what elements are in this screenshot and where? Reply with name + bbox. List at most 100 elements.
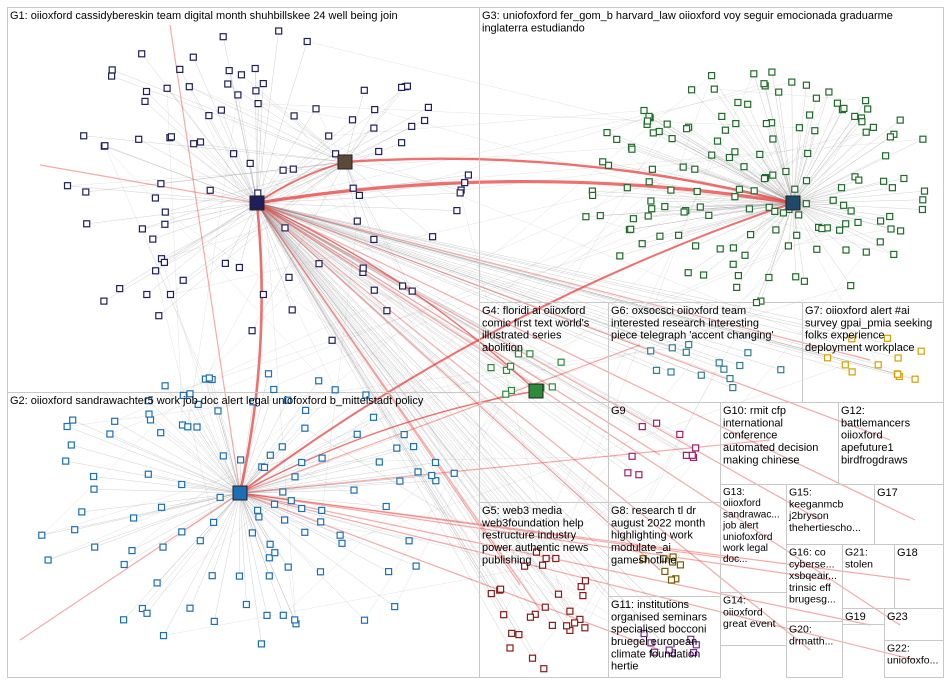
- node[interactable]: [503, 391, 509, 397]
- node[interactable]: [207, 187, 213, 193]
- node[interactable]: [280, 612, 286, 618]
- node[interactable]: [409, 288, 415, 294]
- node[interactable]: [168, 134, 174, 140]
- node[interactable]: [701, 272, 707, 278]
- node[interactable]: [742, 252, 748, 258]
- node[interactable]: [168, 292, 174, 298]
- node[interactable]: [922, 188, 928, 194]
- node[interactable]: [717, 246, 723, 252]
- node[interactable]: [881, 178, 887, 184]
- node[interactable]: [625, 470, 631, 476]
- node[interactable]: [260, 292, 266, 298]
- node[interactable]: [843, 221, 849, 227]
- node[interactable]: [891, 251, 897, 257]
- node[interactable]: [70, 417, 76, 423]
- node[interactable]: [488, 591, 494, 597]
- node[interactable]: [313, 106, 319, 112]
- node[interactable]: [68, 442, 74, 448]
- node[interactable]: [45, 557, 51, 563]
- node[interactable]: [319, 455, 325, 461]
- node[interactable]: [859, 119, 865, 125]
- node[interactable]: [669, 136, 675, 142]
- node[interactable]: [819, 226, 825, 232]
- node[interactable]: [81, 133, 87, 139]
- node[interactable]: [422, 118, 428, 124]
- node[interactable]: [727, 376, 733, 382]
- node[interactable]: [372, 107, 378, 113]
- node[interactable]: [709, 73, 715, 79]
- node[interactable]: [761, 81, 767, 87]
- node[interactable]: [606, 162, 612, 168]
- node[interactable]: [264, 612, 270, 618]
- node[interactable]: [488, 365, 494, 371]
- node[interactable]: [258, 641, 264, 647]
- node[interactable]: [65, 183, 71, 189]
- node[interactable]: [895, 355, 901, 361]
- node[interactable]: [745, 350, 751, 356]
- node[interactable]: [302, 529, 308, 535]
- node[interactable]: [757, 151, 763, 157]
- hub-node-oiioxford[interactable]: [250, 196, 264, 210]
- node[interactable]: [139, 226, 145, 232]
- node[interactable]: [92, 544, 98, 550]
- node[interactable]: [549, 384, 555, 390]
- node[interactable]: [462, 180, 468, 186]
- node[interactable]: [280, 489, 286, 495]
- node[interactable]: [698, 372, 704, 378]
- node[interactable]: [693, 445, 699, 451]
- node[interactable]: [109, 67, 115, 73]
- node[interactable]: [648, 198, 654, 204]
- node[interactable]: [807, 112, 813, 118]
- node[interactable]: [129, 548, 135, 554]
- node[interactable]: [158, 181, 164, 187]
- node[interactable]: [527, 614, 533, 620]
- node[interactable]: [865, 106, 871, 112]
- node[interactable]: [883, 153, 889, 159]
- node[interactable]: [734, 284, 740, 290]
- node[interactable]: [870, 124, 876, 130]
- node[interactable]: [745, 101, 751, 107]
- node[interactable]: [282, 517, 288, 523]
- node[interactable]: [549, 622, 555, 628]
- node[interactable]: [292, 474, 298, 480]
- node[interactable]: [164, 85, 170, 91]
- node[interactable]: [543, 556, 549, 562]
- node[interactable]: [84, 221, 90, 227]
- node[interactable]: [527, 351, 533, 357]
- hub-node-sandrawachter5[interactable]: [233, 486, 247, 500]
- node[interactable]: [383, 504, 389, 510]
- node[interactable]: [778, 367, 784, 373]
- node[interactable]: [413, 563, 419, 569]
- node[interactable]: [361, 87, 367, 93]
- node[interactable]: [91, 474, 97, 480]
- node[interactable]: [316, 378, 322, 384]
- node[interactable]: [516, 632, 522, 638]
- node[interactable]: [226, 68, 232, 74]
- node[interactable]: [770, 136, 776, 142]
- node[interactable]: [841, 105, 847, 111]
- node[interactable]: [267, 452, 273, 458]
- node[interactable]: [102, 143, 108, 149]
- node[interactable]: [685, 270, 691, 276]
- node[interactable]: [356, 192, 362, 198]
- node[interactable]: [680, 164, 686, 170]
- node[interactable]: [161, 259, 167, 265]
- node[interactable]: [780, 210, 786, 216]
- node[interactable]: [339, 540, 345, 546]
- node[interactable]: [392, 604, 398, 610]
- node[interactable]: [920, 136, 926, 142]
- node[interactable]: [267, 541, 273, 547]
- node[interactable]: [668, 369, 674, 375]
- node[interactable]: [889, 185, 895, 191]
- node[interactable]: [716, 360, 722, 366]
- node[interactable]: [912, 376, 918, 382]
- node[interactable]: [556, 591, 562, 597]
- node[interactable]: [654, 367, 660, 373]
- node[interactable]: [783, 169, 789, 175]
- node[interactable]: [400, 283, 406, 289]
- node[interactable]: [255, 190, 261, 196]
- node[interactable]: [179, 529, 185, 535]
- node[interactable]: [454, 208, 460, 214]
- node[interactable]: [639, 424, 645, 430]
- node[interactable]: [337, 532, 343, 538]
